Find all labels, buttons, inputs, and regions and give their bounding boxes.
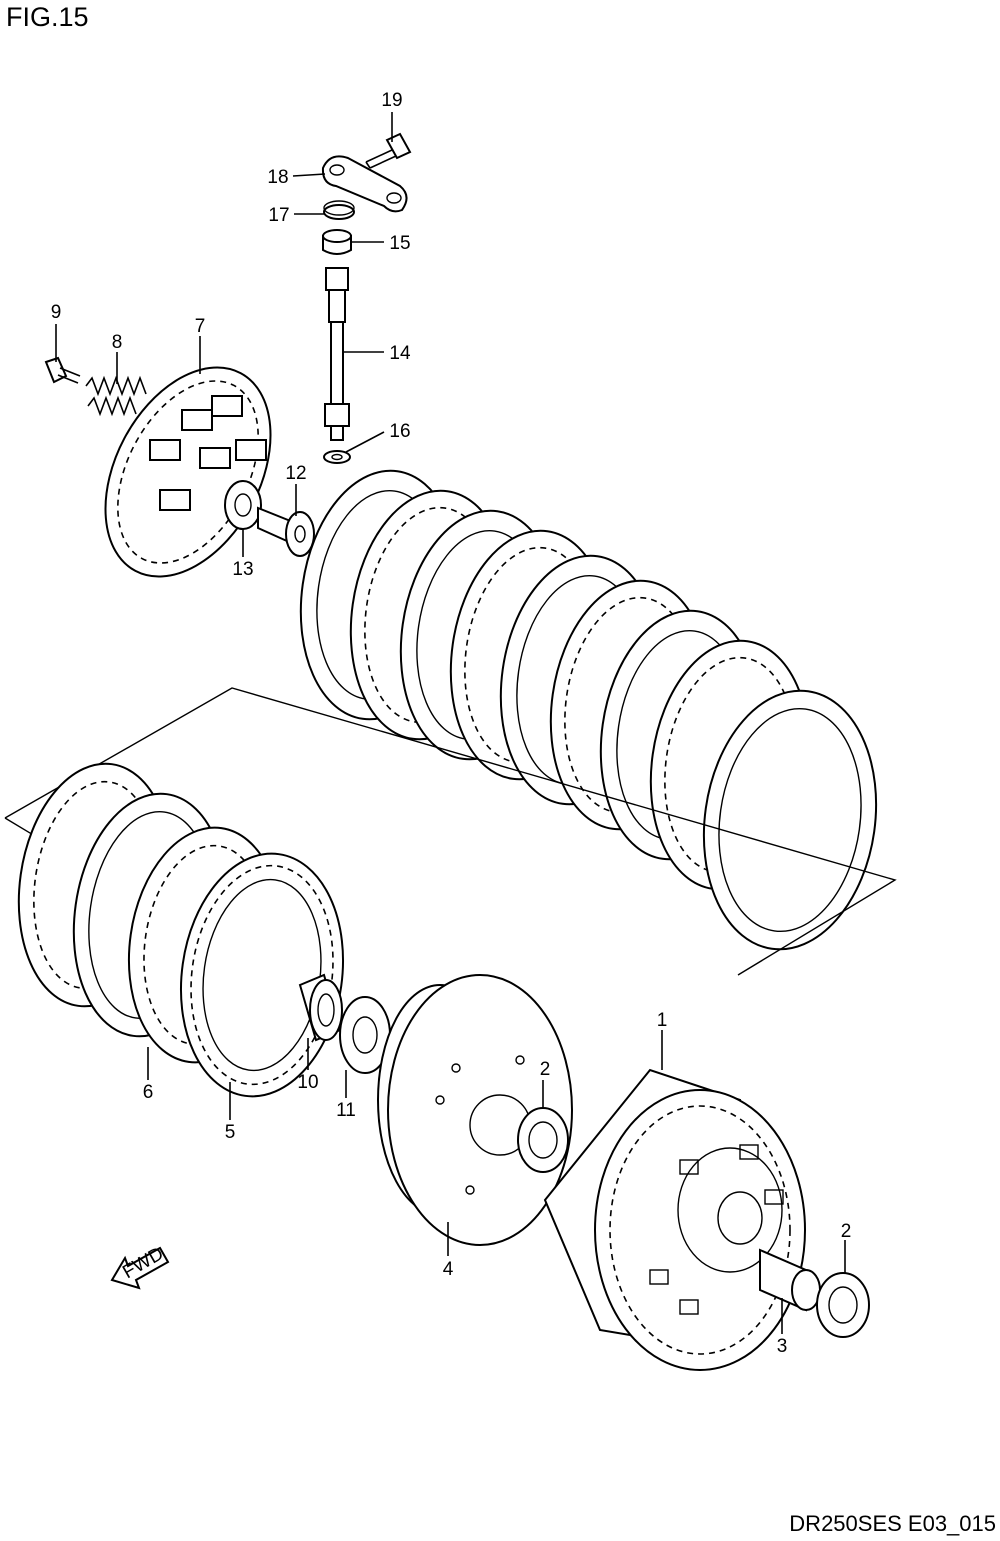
- fwd-label: FWD: [119, 1243, 167, 1283]
- callout-2-lower: 2: [841, 1221, 852, 1242]
- callout-5: 5: [225, 1122, 236, 1143]
- callout-labels: 19 18 17 15 14 16 9 8 7 12 13 6 5 10 11 …: [51, 90, 852, 1357]
- part-2-thrust-washer-a: [517, 1107, 569, 1173]
- part-15-bushing: [322, 229, 352, 255]
- callout-1: 1: [657, 1010, 668, 1031]
- clutch-plate-stack-upper: [299, 469, 878, 951]
- callout-15: 15: [389, 233, 410, 254]
- part-11-washer: [339, 996, 391, 1074]
- part-8-spring: [85, 375, 147, 417]
- callout-12: 12: [285, 463, 306, 484]
- callout-7: 7: [195, 316, 206, 337]
- callout-19: 19: [381, 90, 402, 111]
- part-18-lever: [321, 155, 408, 213]
- part-16-washer: [323, 450, 351, 464]
- leader-lines: [55, 112, 846, 1334]
- drawing-code: DR250SES E03_015: [789, 1511, 996, 1536]
- part-2-thrust-washer-b: [816, 1272, 870, 1338]
- part-19-bolt: [365, 132, 412, 169]
- part-14-release-shaft: [324, 267, 350, 441]
- callout-9: 9: [51, 302, 62, 323]
- callout-17: 17: [268, 205, 289, 226]
- fwd-arrow-icon: FWD: [110, 1243, 170, 1290]
- callout-2-upper: 2: [540, 1059, 551, 1080]
- callout-4: 4: [443, 1259, 454, 1280]
- callout-13: 13: [232, 559, 253, 580]
- callout-14: 14: [389, 343, 411, 364]
- callout-18: 18: [267, 167, 288, 188]
- part-3-spacer-bushing: [759, 1248, 821, 1312]
- part-7-pressure-plate: [104, 366, 272, 578]
- part-4-sleeve-hub: [377, 974, 573, 1246]
- callout-11: 11: [336, 1100, 356, 1121]
- part-13-bearing: [224, 480, 262, 530]
- part-9-bolt: [44, 356, 81, 384]
- callout-10: 10: [297, 1072, 318, 1093]
- callout-3: 3: [777, 1336, 788, 1357]
- clutch-plate-stack-lower: [17, 762, 345, 1098]
- callout-8: 8: [112, 332, 123, 353]
- part-1-clutch-housing: [543, 1068, 806, 1371]
- plate-set-bracket: [4, 687, 897, 976]
- figure-title: FIG.15: [6, 2, 89, 32]
- part-12-push-piece: [257, 506, 315, 557]
- part-17-washer: [323, 200, 355, 220]
- callout-16: 16: [389, 421, 410, 442]
- callout-6: 6: [143, 1082, 154, 1103]
